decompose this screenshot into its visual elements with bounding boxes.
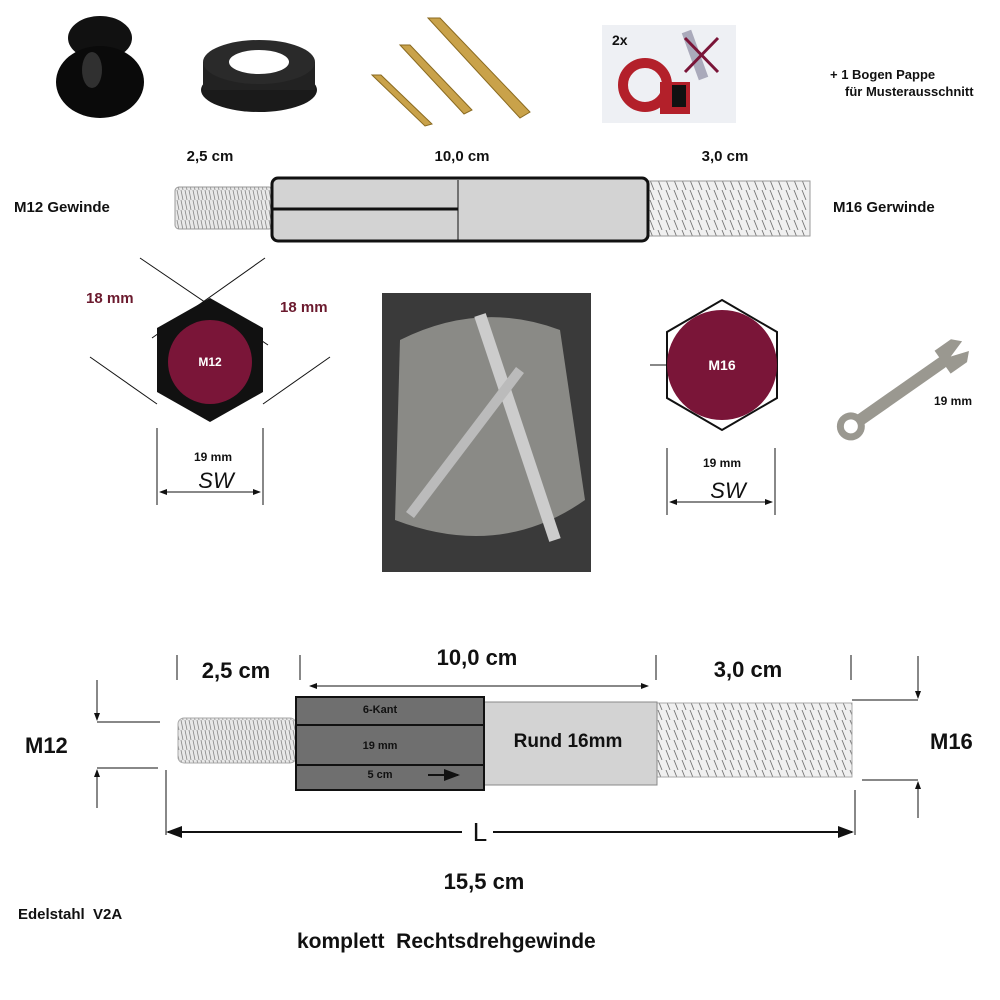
extra-item-line2: für Musterausschnitt [845,84,974,99]
drawing-right-thread: M16 [930,729,973,754]
top-len-mid: 10,0 cm [434,148,490,165]
total-length-symbol: L [472,817,488,847]
hex-left-flat-a: 18 mm [86,290,134,307]
hex-right-width: 19 mm [702,456,742,470]
finished-bolt-photo [382,293,591,572]
drawing-len-mid: 10,0 cm [436,645,518,670]
hex-left-circle-label: M12 [198,355,222,369]
tow-hook-image [602,25,736,123]
hex-row-shape: 6-Kant [362,704,398,716]
top-len-right: 3,0 cm [701,148,749,165]
technical-drawing [94,655,921,838]
hex-m12-diagram [89,257,331,505]
wrench-image [836,339,969,441]
round-section-label: Rund 16mm [513,731,623,752]
extra-item-line1: + 1 Bogen Pappe [830,67,936,82]
top-len-left: 2,5 cm [186,148,234,165]
hook-count: 2x [612,32,628,48]
hex-m16-diagram [650,298,778,515]
hex-left-width: 19 mm [193,450,233,464]
drawing-len-right: 3,0 cm [713,657,783,682]
top-left-thread-label: M12 Gewinde [14,199,110,216]
material-label: Edelstahl V2A [18,906,123,923]
hex-row-length: 5 cm [367,769,393,781]
step-drill-bits-image [370,17,531,127]
drawing-left-thread: M12 [25,733,68,758]
total-length: 15,5 cm [443,869,525,894]
hex-left-flat-b: 18 mm [280,299,328,316]
top-right-thread-label: M16 Gerwinde [833,199,935,216]
wrench-size: 19 mm [933,394,973,408]
hex-right-circle-label: M16 [708,357,736,373]
top-bolt-illustration [174,176,811,243]
hex-right-sw: SW [710,478,746,503]
hex-row-size: 19 mm [362,740,398,752]
rubber-grommet-image [201,40,317,112]
hex-left-sw: SW [198,468,234,493]
rubber-plug-image [56,16,144,118]
thread-note: komplett Rechtsdrehgewinde [297,930,596,953]
drawing-len-left: 2,5 cm [201,658,271,683]
